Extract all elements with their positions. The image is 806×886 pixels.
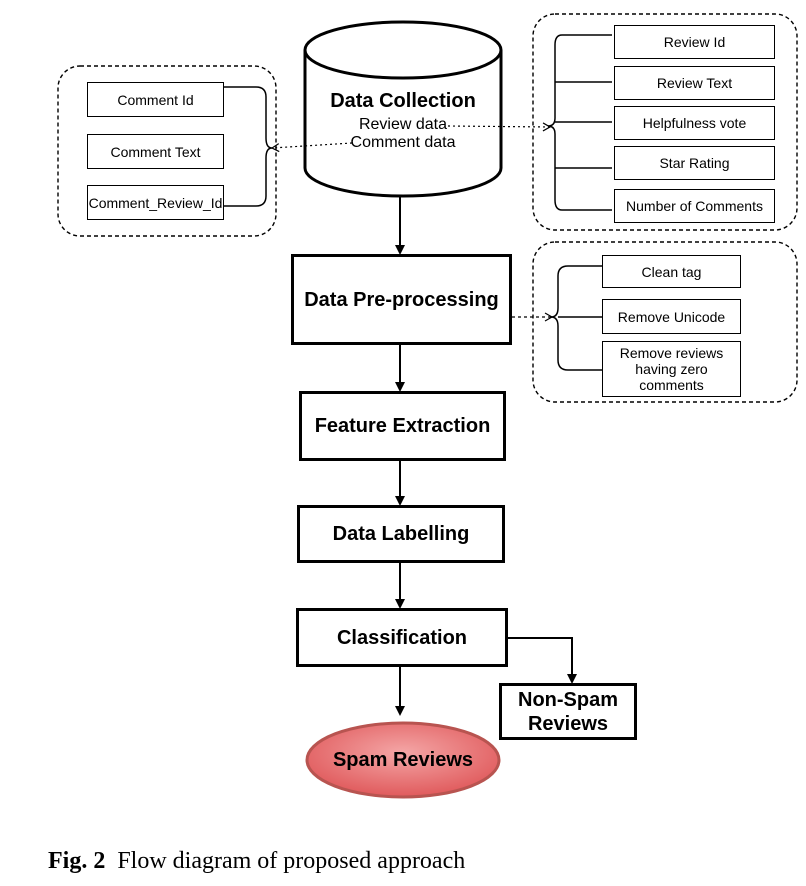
comment-data-connector: [270, 142, 353, 153]
feature-extraction-box: Feature Extraction: [299, 391, 506, 461]
number-of-comments-box: Number of Comments: [614, 189, 775, 223]
non-spam-reviews-box: Non-Spam Reviews: [499, 683, 637, 740]
comment-fields-bracket: [224, 86, 273, 207]
data-collection-title: Data Collection: [330, 90, 476, 112]
comment-id-box: Comment Id: [87, 82, 224, 117]
helpfulness-vote-box: Helpfulness vote: [614, 106, 775, 140]
comment-text-box: Comment Text: [87, 134, 224, 169]
preprocess-bracket: [550, 265, 602, 371]
figure-label: Fig. 2: [48, 848, 106, 874]
spam-reviews-ellipse: [305, 721, 501, 799]
data-labelling-box: Data Labelling: [297, 505, 505, 563]
review-text-box: Review Text: [614, 66, 775, 100]
remove-unicode-box: Remove Unicode: [602, 299, 741, 334]
spam-reviews-label: Spam Reviews: [332, 748, 474, 771]
review-data-connector: [447, 122, 552, 132]
figure-caption-text: Flow diagram of proposed approach: [117, 848, 466, 874]
clean-tag-box: Clean tag: [602, 255, 741, 288]
data-collection-cylinder: [303, 50, 503, 198]
remove-zero-comment-reviews-box: Remove reviews having zero comments: [602, 341, 741, 397]
figure-caption: Fig. 2 Flow diagram of proposed approach: [48, 848, 465, 875]
preprocess-steps-group: [532, 241, 798, 403]
review-data-label: Review data: [358, 116, 448, 133]
star-rating-box: Star Rating: [614, 146, 775, 180]
review-id-box: Review Id: [614, 25, 775, 59]
comment-review-id-box: Comment_Review_Id: [87, 185, 224, 220]
arrow-classification-to-nonspam: [508, 637, 577, 684]
data-collection-cylinder-top: [303, 20, 503, 80]
review-fields-group: [532, 13, 798, 231]
classification-box: Classification: [296, 608, 508, 667]
comment-fields-group: [57, 65, 277, 237]
comment-data-label: Comment data: [350, 134, 456, 151]
data-preprocessing-box: Data Pre-processing: [291, 254, 512, 345]
